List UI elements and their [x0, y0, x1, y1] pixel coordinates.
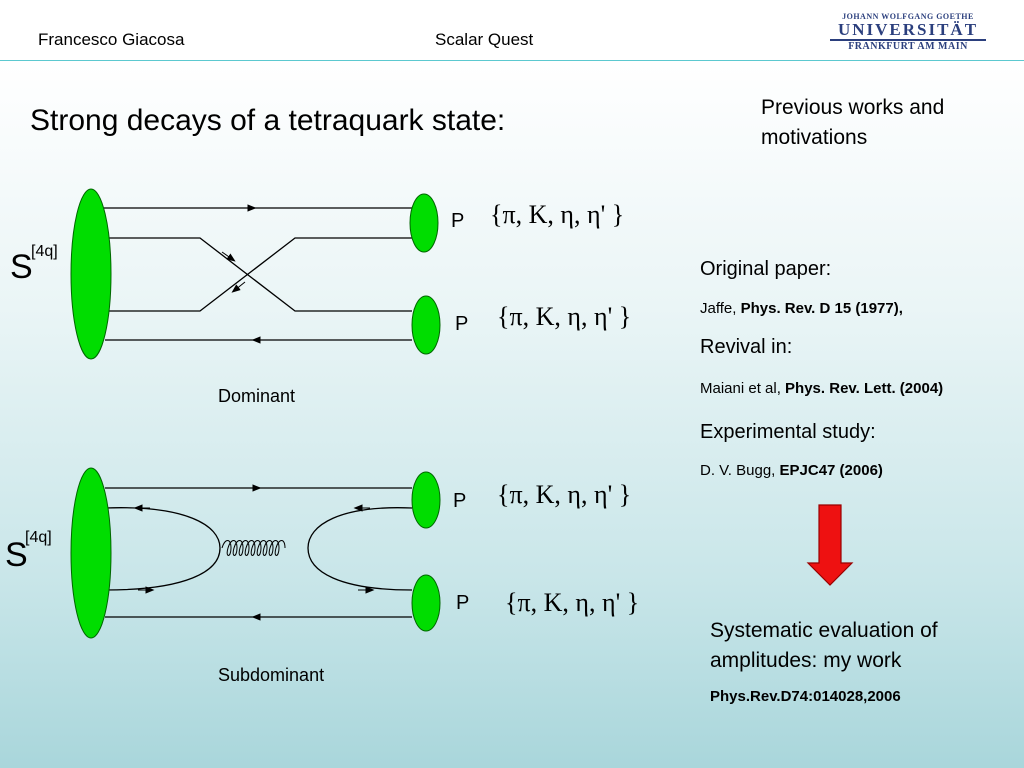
- source-blob-top: [70, 188, 112, 360]
- caption-dominant: Dominant: [218, 386, 296, 406]
- formula-bottom-1: {π, K, η, η' }: [497, 480, 632, 509]
- experimental-authors: D. V. Bugg,: [700, 462, 776, 479]
- logo-bar: [830, 39, 986, 41]
- original-authors: Jaffe,: [700, 300, 737, 317]
- experimental-ref: D. V. Bugg, EPJC47 (2006): [700, 462, 883, 479]
- outgoing-blob-top-1: [409, 193, 439, 253]
- revival-journal: Phys. Rev. Lett. (2004): [785, 380, 944, 397]
- slide-title: Strong decays of a tetraquark state:: [30, 104, 506, 137]
- diagram-top: [70, 188, 441, 360]
- out-label-bottom-1: P: [453, 490, 467, 512]
- side-note: Previous works and motivations: [761, 96, 945, 149]
- out-label-top-1: P: [451, 210, 465, 232]
- source-sup-bottom: [4q]: [25, 529, 52, 546]
- outgoing-blob-bottom-2: [411, 574, 441, 632]
- university-logo: JOHANN WOLFGANG GOETHE UNIVERSITÄT FRANK…: [826, 6, 990, 54]
- original-ref: Jaffe, Phys. Rev. D 15 (1977),: [700, 300, 903, 317]
- revival-authors: Maiani et al,: [700, 380, 781, 397]
- revival-ref: Maiani et al, Phys. Rev. Lett. (2004): [700, 380, 943, 397]
- formula-top-2: {π, K, η, η' }: [497, 302, 632, 331]
- caption-subdominant: Subdominant: [218, 665, 325, 685]
- source-sup-top: [4q]: [31, 243, 58, 260]
- logo-line2: UNIVERSITÄT: [837, 20, 979, 39]
- conclusion-text: Systematic evaluation of amplitudes: my …: [710, 619, 938, 672]
- outgoing-blob-top-2: [411, 295, 441, 355]
- red-down-arrow-icon: [806, 504, 854, 586]
- original-journal: Phys. Rev. D 15 (1977),: [740, 300, 903, 317]
- logo-line1: JOHANN WOLFGANG GOETHE: [842, 12, 974, 21]
- original-heading: Original paper:: [700, 258, 832, 280]
- formula-bottom-2: {π, K, η, η' }: [505, 588, 640, 617]
- diagram-bottom: [70, 467, 441, 639]
- revival-heading: Revival in:: [700, 336, 793, 358]
- out-label-top-2: P: [455, 313, 469, 335]
- experimental-journal: EPJC47 (2006): [779, 462, 883, 479]
- source-symbol-top: S: [10, 248, 33, 286]
- gluon-line: [221, 540, 286, 556]
- out-label-bottom-2: P: [456, 592, 470, 614]
- source-blob-bottom: [70, 467, 112, 639]
- source-symbol-bottom: S: [5, 536, 28, 574]
- experimental-heading: Experimental study:: [700, 421, 876, 443]
- talk-title: Scalar Quest: [435, 30, 534, 49]
- author-name: Francesco Giacosa: [38, 30, 185, 49]
- formula-top-1: {π, K, η, η' }: [490, 200, 625, 229]
- conclusion-reference: Phys.Rev.D74:014028,2006: [710, 688, 901, 705]
- logo-line3: FRANKFURT AM MAIN: [848, 41, 968, 52]
- header-divider: [0, 60, 1024, 61]
- outgoing-blob-bottom-1: [411, 471, 441, 529]
